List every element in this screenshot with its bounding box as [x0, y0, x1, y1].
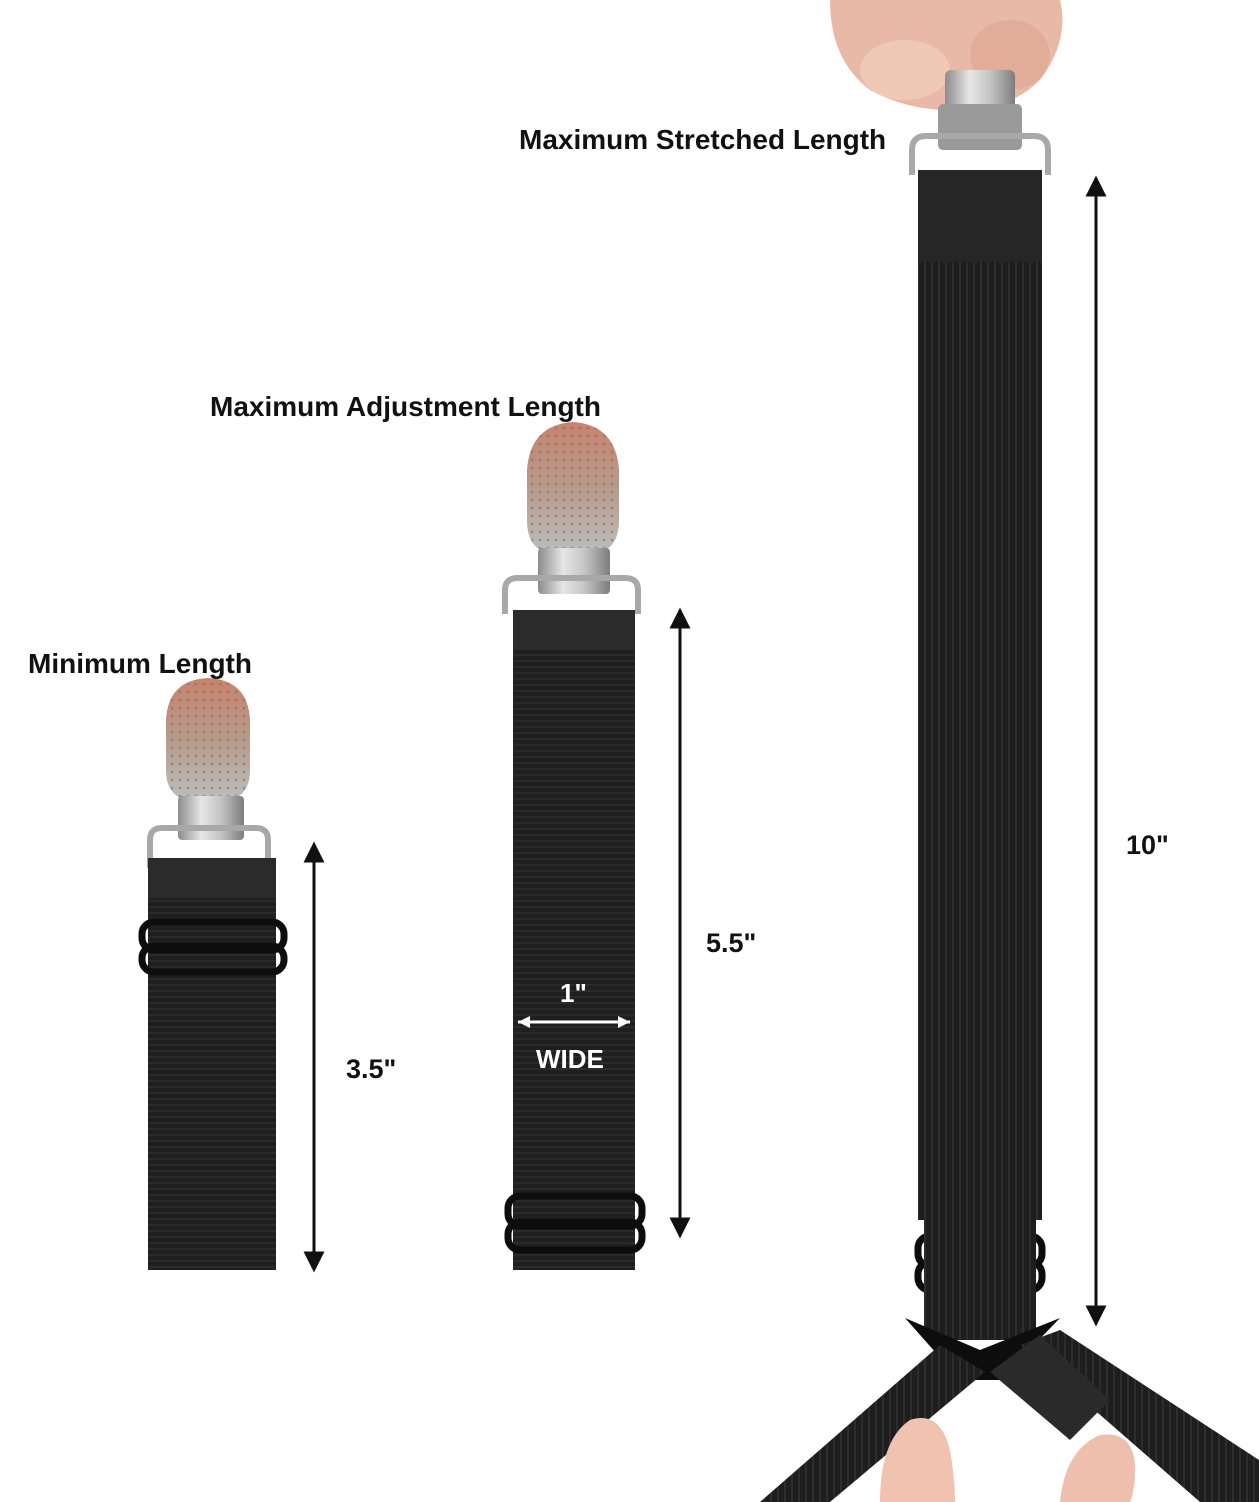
hand-bottom-right-icon	[1060, 1434, 1135, 1502]
adjustment-length-strap	[502, 422, 646, 1270]
minimum-dimension-value: 3.5"	[346, 1054, 397, 1084]
stretched-length-strap	[760, 0, 1259, 1502]
minimum-length-title: Minimum Length	[28, 648, 252, 679]
slider-buckle-icon	[138, 918, 288, 976]
metal-clip-icon	[909, 70, 1051, 175]
adjustment-dimension-value: 5.5"	[706, 928, 757, 958]
width-value: 1"	[560, 978, 587, 1008]
metal-clip-icon	[502, 422, 641, 614]
minimum-length-strap	[138, 678, 288, 1270]
hand-bottom-left-icon	[880, 1418, 955, 1502]
slider-buckle-icon	[504, 1192, 646, 1254]
width-word: WIDE	[536, 1044, 604, 1074]
stretched-length-title: Maximum Stretched Length	[519, 124, 887, 155]
metal-clip-icon	[147, 678, 271, 868]
stretched-dimension-value: 10"	[1126, 830, 1169, 860]
adjustment-length-title: Maximum Adjustment Length	[210, 391, 601, 422]
